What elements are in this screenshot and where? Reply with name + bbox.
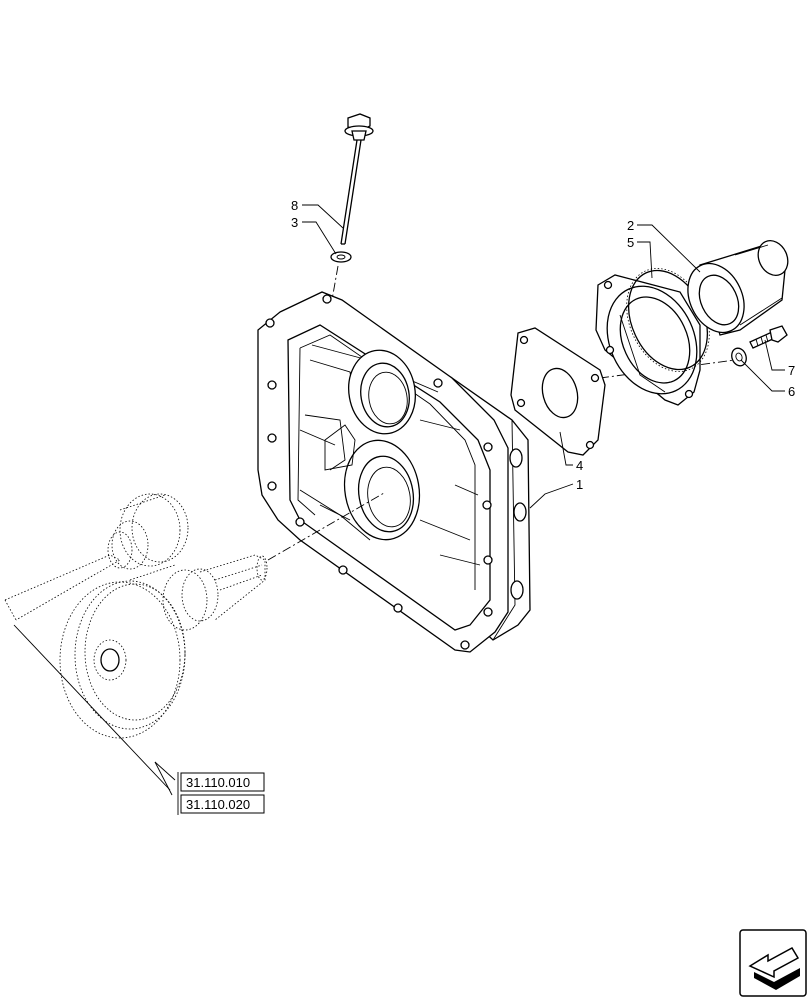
callout-3: 3 [291, 215, 298, 230]
reference-link-1[interactable]: 31.110.010 [186, 775, 250, 790]
callout-labels: 8 3 2 5 7 6 4 1 [291, 198, 795, 492]
gasket [510, 327, 606, 456]
reference-box-1[interactable]: 31.110.010 [180, 772, 265, 792]
return-arrow-icon[interactable] [739, 929, 807, 997]
leader-lines [13, 204, 785, 815]
gearbox-housing [257, 291, 531, 653]
callout-7: 7 [788, 363, 795, 378]
callout-5: 5 [627, 235, 634, 250]
reference-box-2[interactable]: 31.110.020 [180, 794, 265, 814]
callout-1: 1 [576, 477, 583, 492]
washer [330, 251, 352, 263]
dipstick [340, 113, 374, 245]
bearing-cover [595, 268, 710, 406]
callout-4: 4 [576, 458, 583, 473]
centerline-shaft [267, 492, 385, 561]
cover-bolt [749, 325, 788, 349]
reference-link-2[interactable]: 31.110.020 [186, 797, 250, 812]
callout-2: 2 [627, 218, 634, 233]
callout-8: 8 [291, 198, 298, 213]
seal-sleeve [687, 239, 789, 336]
centerline-top [331, 265, 339, 301]
callout-6: 6 [788, 384, 795, 399]
reference-gear-assembly [4, 493, 268, 739]
